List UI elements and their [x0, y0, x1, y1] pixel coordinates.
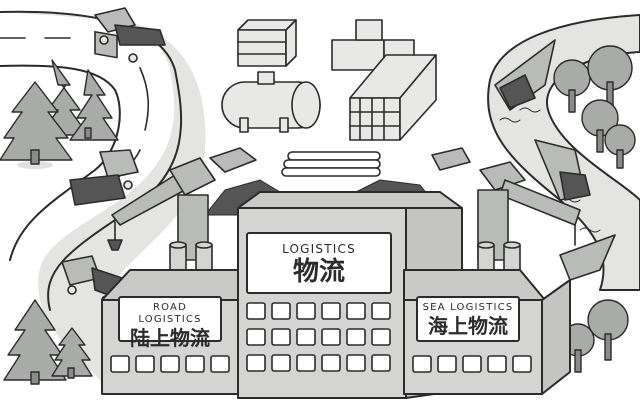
pine-trees [0, 59, 119, 385]
deciduous-trees [553, 45, 636, 373]
sign-logistics-zh: 物流 [292, 257, 345, 287]
sign-road-logistics-en: ROAD LOGISTICS [138, 302, 202, 325]
sign-sea-logistics: SEA LOGISTICS 海上物流 [416, 296, 520, 342]
boat-middle [534, 139, 591, 201]
sign-logistics: LOGISTICS 物流 [246, 232, 392, 294]
container [349, 54, 437, 141]
boat-top [494, 39, 556, 111]
tank [221, 71, 321, 133]
sign-sea-logistics-zh: 海上物流 [428, 314, 508, 338]
sign-logistics-en: LOGISTICS [282, 242, 356, 256]
sign-road-logistics-zh: 陆上物流 [130, 326, 210, 350]
sign-sea-logistics-en: SEA LOGISTICS [422, 302, 514, 313]
crane-left [107, 147, 257, 261]
sign-road-logistics: ROAD LOGISTICS 陆上物流 [118, 296, 222, 350]
truck-middle [69, 149, 139, 206]
pipes [281, 151, 381, 177]
factory-windows [110, 302, 532, 373]
truck-top [94, 7, 166, 63]
boat-bottom [559, 234, 616, 281]
